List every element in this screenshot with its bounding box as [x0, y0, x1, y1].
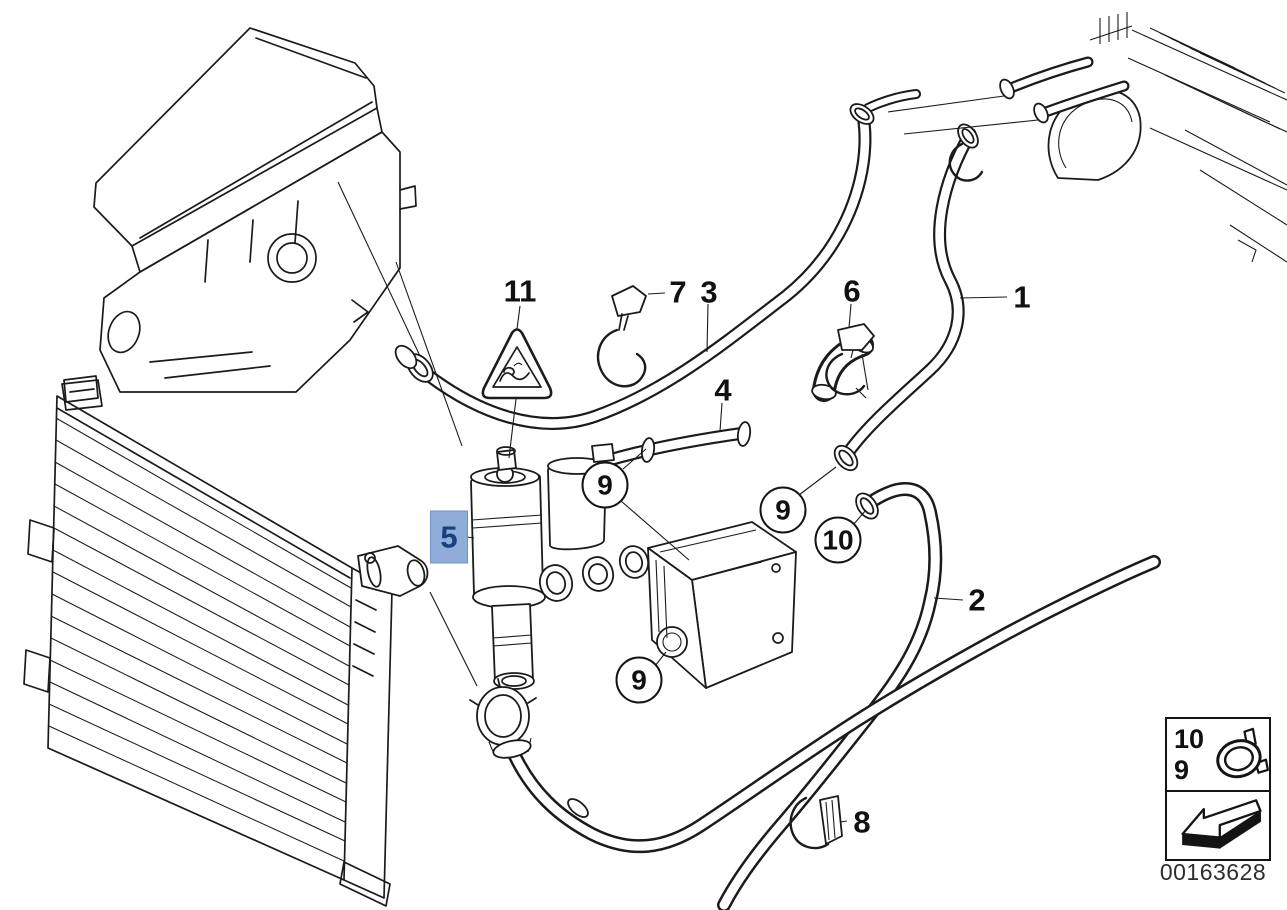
callout-6[interactable]: 6 [843, 273, 861, 309]
legend-arrow-cell [1167, 792, 1269, 859]
hose-3-drawing [417, 89, 921, 430]
callout-4[interactable]: 4 [714, 372, 732, 408]
retaining-clip-7-drawing [596, 285, 647, 388]
water-valve-pump-drawing [470, 443, 650, 690]
heater-control-unit-drawing [647, 521, 797, 689]
hose-end-clamps-drawing [394, 78, 1049, 818]
callout-2[interactable]: 2 [968, 582, 986, 618]
legend-clamp-cell: 10 9 [1167, 719, 1269, 792]
legend-label-10[interactable]: 10 [1174, 723, 1205, 754]
callout-10-clamp[interactable]: 10 [814, 516, 862, 564]
callout-9-clamp-c[interactable]: 9 [615, 656, 663, 704]
engine-block-drawing [61, 27, 417, 411]
view-direction-arrow-icon [1181, 798, 1262, 849]
radiator-return-hose-drawing [507, 555, 1161, 854]
retaining-clip-8-drawing [789, 795, 843, 850]
callout-9-clamp-a[interactable]: 9 [581, 461, 629, 509]
scald-warning-triangle-icon [481, 328, 553, 400]
leader-lines [337, 95, 1039, 823]
radiator-drawing [23, 375, 429, 907]
callout-7[interactable]: 7 [669, 274, 687, 310]
legend-label-9[interactable]: 9 [1174, 754, 1190, 785]
firewall-panel-drawing [1089, 12, 1287, 263]
hose-1-drawing [839, 127, 977, 463]
callout-3[interactable]: 3 [700, 274, 718, 310]
retaining-clip-6-drawing [825, 323, 875, 399]
hose-2-drawing [717, 482, 943, 910]
quick-connect-fitting-drawing [469, 678, 537, 759]
callout-9-clamp-b[interactable]: 9 [759, 486, 807, 534]
callout-11[interactable]: 11 [503, 273, 537, 309]
hose-clamp-icon [1216, 727, 1269, 778]
callout-5-highlighted[interactable]: 5 [430, 510, 468, 564]
callout-1[interactable]: 1 [1013, 279, 1031, 315]
part-number: 00163628 [1159, 859, 1267, 885]
legend-box: 10 9 [1165, 717, 1271, 861]
hose1-spring-clamp-drawing [948, 142, 984, 182]
callout-8[interactable]: 8 [853, 804, 871, 840]
